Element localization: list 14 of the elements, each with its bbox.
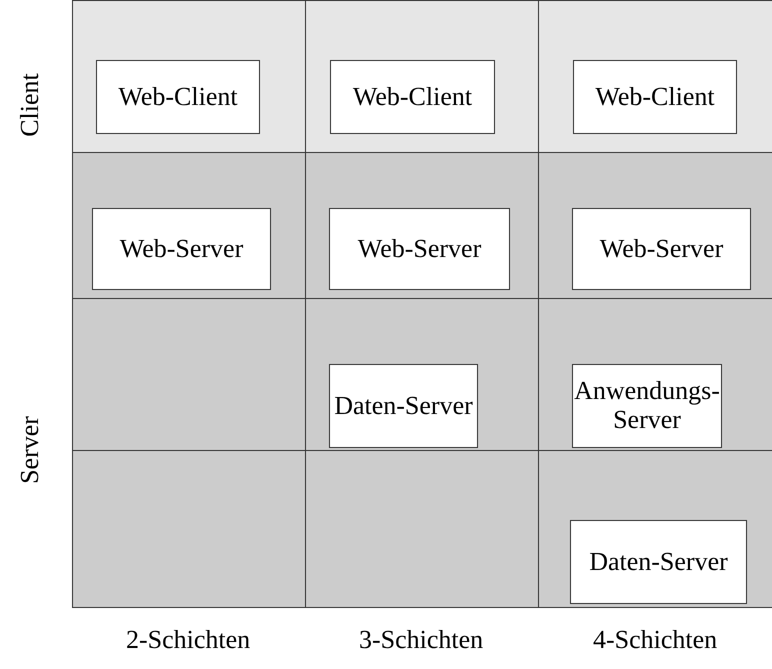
tier-box: Daten-Server — [329, 364, 478, 448]
row-label: Client — [14, 73, 45, 137]
tier-box: Web-Server — [572, 208, 751, 290]
column-label: 2-Schichten — [126, 625, 250, 655]
column-label: 4-Schichten — [593, 625, 718, 655]
column-label: 3-Schichten — [359, 625, 484, 655]
tier-box: Web-Client — [96, 60, 260, 134]
tier-box: Web-Client — [573, 60, 737, 134]
tier-box: Daten-Server — [570, 520, 747, 604]
tier-box: Web-Server — [92, 208, 271, 290]
tier-box: Anwendungs-Server — [572, 364, 722, 448]
tier-box: Web-Client — [330, 60, 495, 134]
tier-box: Web-Server — [329, 208, 510, 290]
row-label: Server — [14, 416, 45, 484]
